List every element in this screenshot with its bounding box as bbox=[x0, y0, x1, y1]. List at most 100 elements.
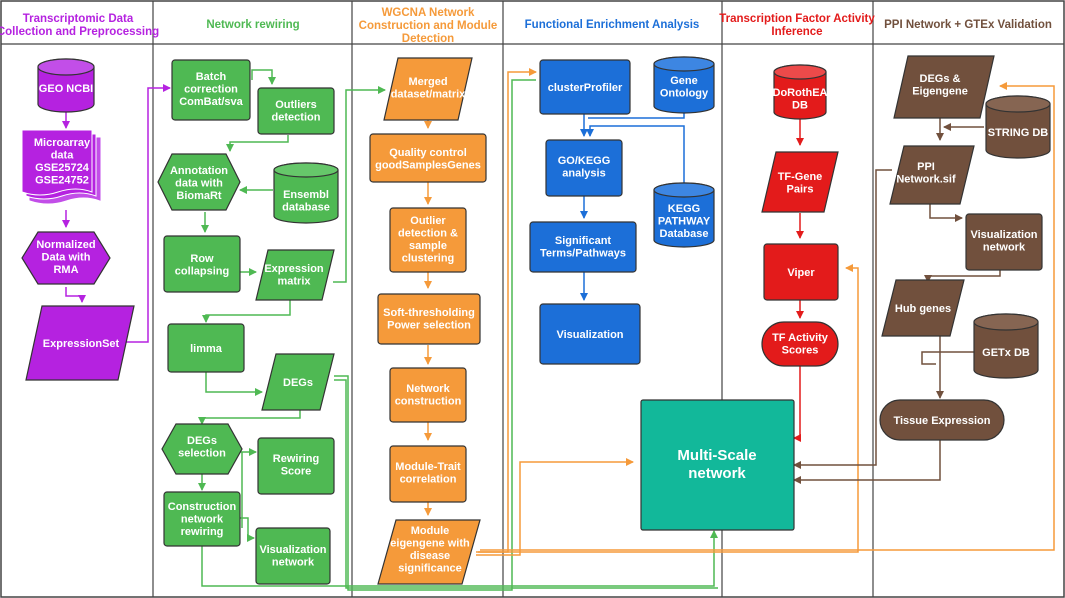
edge-tissue-multiscale bbox=[793, 440, 941, 484]
node-geo-ncbi: GEO NCBI bbox=[37, 58, 95, 113]
node-degs-green-label: DEGs bbox=[283, 377, 313, 389]
edge-ppi-vis bbox=[929, 204, 963, 222]
node-degs-green: DEGs bbox=[261, 353, 335, 411]
edge-outliers-annotation bbox=[226, 135, 289, 152]
node-degseigen-label: DEGs &Eigengene bbox=[912, 73, 968, 98]
node-hubgenes-label: Hub genes bbox=[895, 303, 951, 315]
node-limma-label: limma bbox=[190, 343, 223, 355]
edge-exprmatrix-merged bbox=[333, 86, 386, 283]
edge-construction-multiscale bbox=[201, 530, 718, 587]
edge-normalized-expressionset bbox=[65, 287, 86, 303]
edge-eigengene-degseigen bbox=[480, 82, 1055, 551]
node-vis-blue-label: Visualization bbox=[556, 329, 623, 341]
edge-degs-multiscale bbox=[334, 379, 718, 589]
edge-degs-clusterprofiler bbox=[334, 79, 536, 591]
edge-expressionset-batch bbox=[122, 84, 171, 343]
header-col6: PPI Network + GTEx Validation bbox=[884, 19, 1052, 31]
node-tissue-label: Tissue Expression bbox=[893, 415, 990, 427]
edges bbox=[62, 68, 1055, 591]
node-tissue-expression: Tissue Expression bbox=[879, 399, 1005, 441]
node-geo-ncbi-label: GEO NCBI bbox=[39, 83, 93, 95]
node-expressionset-label: ExpressionSet bbox=[43, 338, 120, 350]
edge-limma-degs bbox=[205, 372, 263, 396]
node-stringdb-label: STRING DB bbox=[988, 127, 1049, 139]
edge-eigengene-viper bbox=[478, 264, 859, 553]
node-string-db: STRING DB bbox=[985, 95, 1051, 159]
header-col4: Functional Enrichment Analysis bbox=[525, 19, 700, 31]
node-hub-genes: Hub genes bbox=[881, 279, 965, 337]
node-gtex-label: GETx DB bbox=[982, 347, 1030, 359]
node-viper-label: Viper bbox=[787, 267, 815, 279]
node-expressionset: ExpressionSet bbox=[25, 305, 135, 381]
edge-ppi-multiscale bbox=[793, 169, 892, 469]
edge-gtex-tissue bbox=[921, 351, 974, 365]
edge-eigengene-multiscale bbox=[476, 458, 634, 556]
node-limma: limma bbox=[167, 323, 245, 373]
edge-keggdb-gokegg bbox=[586, 125, 685, 184]
edge-exprmatrix-limma bbox=[202, 300, 291, 323]
edge-vis-hubgenes bbox=[924, 270, 1001, 283]
node-viper: Viper bbox=[763, 243, 839, 301]
edge-tfscores-multiscale bbox=[793, 366, 801, 442]
edge-construction-vis bbox=[238, 517, 255, 542]
node-clusterprofiler: clusterProfiler bbox=[539, 59, 631, 115]
edge-degs-degsel bbox=[198, 410, 301, 425]
header-col2: Network rewiring bbox=[206, 19, 299, 31]
